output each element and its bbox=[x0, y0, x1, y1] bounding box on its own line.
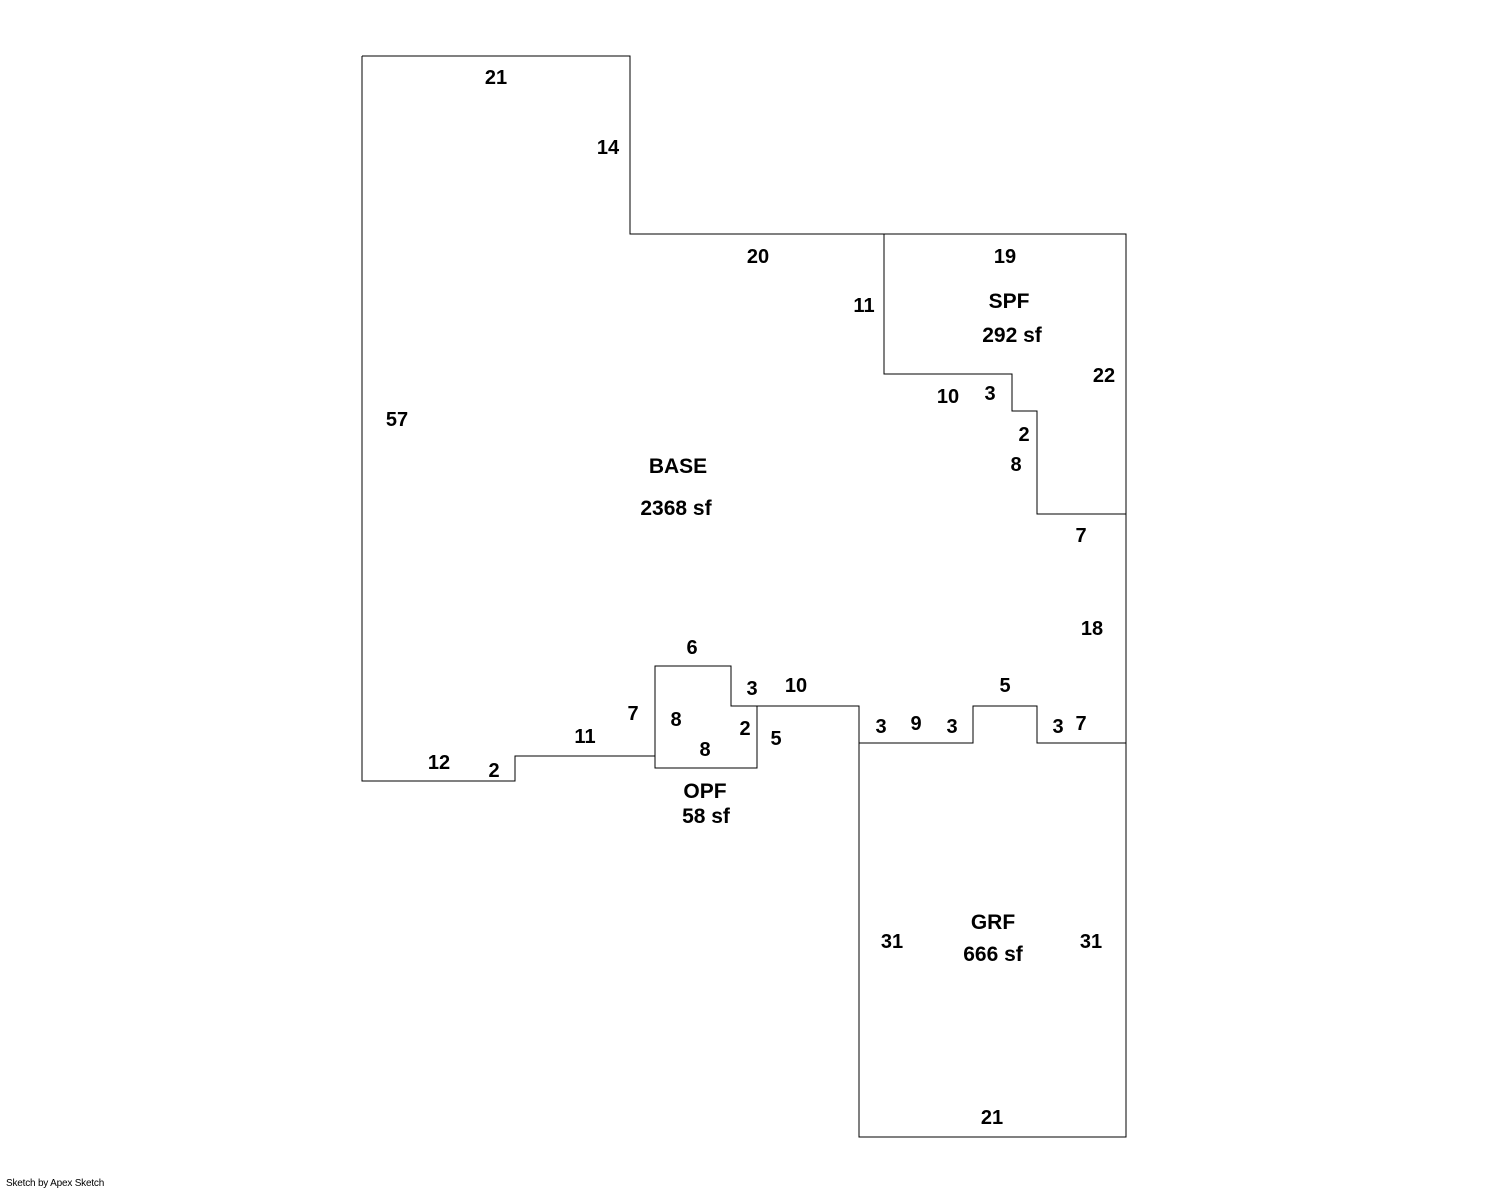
dim-opf-right-upper: 3 bbox=[746, 678, 757, 700]
dim-spf-right: 22 bbox=[1093, 365, 1115, 387]
dim-base-right-upper: 7 bbox=[1075, 525, 1086, 547]
dim-opf-top: 6 bbox=[686, 637, 697, 659]
dim-spf-step-d: 8 bbox=[1010, 454, 1021, 476]
dim-grf-top-b: 9 bbox=[910, 713, 921, 735]
dim-base-step-down: 2 bbox=[488, 760, 499, 782]
dim-base-notch-bottom: 20 bbox=[747, 246, 769, 268]
dim-spf-step-a: 10 bbox=[937, 386, 959, 408]
spf-outline bbox=[884, 233, 1127, 514]
dim-grf-bottom: 21 bbox=[981, 1107, 1003, 1129]
dim-grf-left: 31 bbox=[881, 931, 903, 953]
dim-grf-top-d: 3 bbox=[1052, 716, 1063, 738]
sketch-credit: Sketch by Apex Sketch bbox=[6, 1178, 105, 1189]
dim-base-right-mid: 18 bbox=[1081, 618, 1103, 640]
dim-opf-right-lower: 2 bbox=[739, 718, 750, 740]
dim-base-left: 57 bbox=[386, 409, 408, 431]
dim-grf-bump: 5 bbox=[999, 675, 1010, 697]
dim-spf-step-c: 2 bbox=[1018, 424, 1029, 446]
grf-area-size: 666 sf bbox=[963, 943, 1024, 966]
base-outline bbox=[361, 55, 1127, 782]
grf-area-code: GRF bbox=[971, 911, 1016, 934]
base-area-size: 2368 sf bbox=[640, 497, 712, 520]
dim-base-top: 21 bbox=[485, 67, 507, 89]
dim-base-bottom-mid: 11 bbox=[574, 726, 595, 748]
opf-area-size: 58 sf bbox=[682, 805, 731, 828]
base-area-code: BASE bbox=[649, 455, 707, 478]
dim-grf-top-c: 3 bbox=[946, 716, 957, 738]
dim-spf-step-b: 3 bbox=[984, 383, 995, 405]
dim-base-bottom-left: 12 bbox=[428, 752, 450, 774]
dim-grf-top-a: 3 bbox=[875, 716, 886, 738]
spf-area-code: SPF bbox=[989, 290, 1030, 313]
dim-opf-left-inner: 8 bbox=[670, 709, 681, 731]
dim-base-right-drop: 5 bbox=[770, 728, 781, 750]
dim-base-notch-right: 14 bbox=[597, 137, 620, 159]
dim-spf-top: 19 bbox=[994, 246, 1016, 268]
dim-base-bottom-right: 10 bbox=[785, 675, 807, 697]
dim-opf-bottom: 8 bbox=[699, 739, 710, 761]
dim-spf-left: 11 bbox=[853, 295, 874, 317]
opf-outline bbox=[654, 706, 758, 769]
dim-grf-top-e: 7 bbox=[1075, 713, 1086, 735]
grf-outline bbox=[858, 743, 1127, 1138]
dim-opf-left-outer: 7 bbox=[627, 703, 638, 725]
dim-grf-right: 31 bbox=[1080, 931, 1102, 953]
opf-area-code: OPF bbox=[683, 780, 726, 803]
spf-area-size: 292 sf bbox=[982, 324, 1043, 347]
